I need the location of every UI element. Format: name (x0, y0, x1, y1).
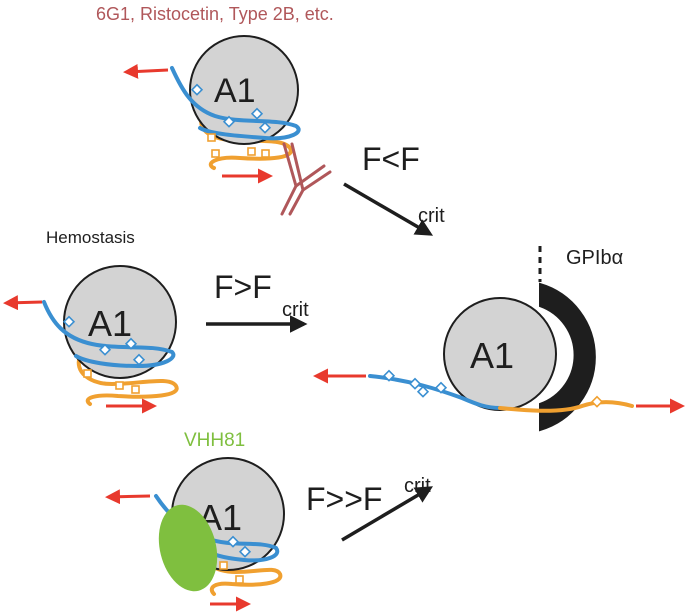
antibody (280, 142, 332, 216)
blue-strand (368, 374, 502, 410)
orange-markers (590, 395, 604, 408)
blue-markers (382, 369, 448, 398)
vhh81-complex: VHH81 A1 (105, 430, 285, 612)
a1-label: A1 (470, 335, 514, 376)
svg-text:F<F: F<F (362, 141, 420, 177)
hemostasis-complex: Hemostasis A1 (3, 228, 179, 414)
force-label-relation: > (234, 269, 253, 305)
blue-markers (190, 83, 272, 134)
force-label-base: F (362, 141, 382, 177)
force-label-sub: crit (404, 475, 431, 497)
blue-strand (42, 300, 176, 369)
force-arrow-high: F>>F crit (306, 475, 434, 542)
pull-arrow-left (3, 295, 43, 311)
orange-strand (498, 400, 634, 413)
force-arrow-low: F<F crit (343, 141, 445, 236)
blue-strand (170, 66, 301, 141)
force-label-relation: < (382, 141, 401, 177)
blue-markers (226, 535, 252, 558)
a1-label: A1 (88, 303, 132, 344)
blue-markers (62, 315, 146, 366)
force-label-sub-base: F (252, 269, 272, 305)
a1-gpib-complex: GPIbα A1 (313, 246, 685, 432)
top-caption: 6G1, Ristocetin, Type 2B, etc. (96, 4, 334, 24)
orange-markers (219, 561, 244, 584)
svg-text:F>>F: F>>F (306, 481, 382, 517)
force-label-sub: crit (282, 299, 309, 321)
pull-arrow-left (123, 63, 169, 79)
pull-arrow-left (105, 489, 151, 505)
force-label-base: F (306, 481, 326, 517)
force-label-sub-base: F (363, 481, 383, 517)
orange-strand (76, 354, 179, 406)
hemostasis-caption: Hemostasis (46, 228, 135, 247)
vhh81-caption: VHH81 (184, 430, 245, 451)
force-label-relation: >> (326, 481, 363, 517)
force-arrow-mid: F>F crit (206, 269, 309, 333)
svg-text:F>F: F>F (214, 269, 272, 305)
force-label-sub: crit (418, 205, 445, 227)
a1-label: A1 (214, 72, 256, 110)
force-label-sub-base: F (400, 141, 420, 177)
top-complex: 6G1, Ristocetin, Type 2B, etc. A1 (96, 4, 334, 216)
orange-markers (83, 369, 140, 394)
force-label-base: F (214, 269, 234, 305)
receptor-label: GPIbα (566, 247, 623, 269)
vhh81-nanobody (158, 504, 218, 592)
orange-markers (207, 133, 270, 158)
gpib-receptor (539, 282, 596, 432)
